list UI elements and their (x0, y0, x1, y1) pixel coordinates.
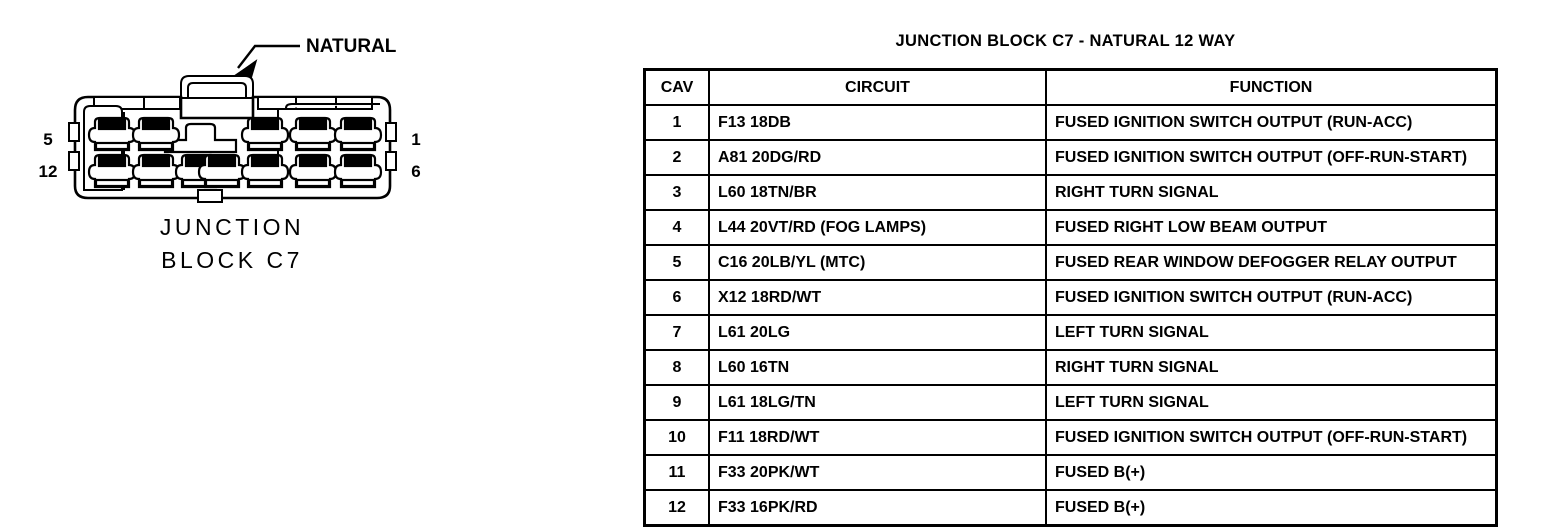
cell-function: RIGHT TURN SIGNAL (1045, 174, 1498, 211)
cell-cav: 8 (643, 349, 710, 386)
table-header-row: CAV CIRCUIT FUNCTION (643, 68, 1498, 106)
cavity-row-bottom (87, 153, 383, 189)
pin-number-bottom-left: 12 (39, 162, 58, 181)
column-header-cav: CAV (643, 68, 710, 106)
cell-circuit: L60 16TN (708, 349, 1047, 386)
cell-cav: 11 (643, 454, 710, 491)
pinout-table-head: CAV CIRCUIT FUNCTION (643, 68, 1498, 106)
cell-function: FUSED B(+) (1045, 489, 1498, 527)
cell-function: FUSED IGNITION SWITCH OUTPUT (OFF-RUN-ST… (1045, 139, 1498, 176)
cavity-row-top (87, 116, 383, 152)
cell-cav: 3 (643, 174, 710, 211)
cell-cav: 10 (643, 419, 710, 456)
cell-circuit: L61 20LG (708, 314, 1047, 351)
cell-circuit: X12 18RD/WT (708, 279, 1047, 316)
cell-circuit: F33 20PK/WT (708, 454, 1047, 491)
connector-caption-line2: BLOCK C7 (161, 247, 303, 273)
pin-number-top-left: 5 (43, 130, 52, 149)
cell-cav: 5 (643, 244, 710, 281)
cavity-terminal (87, 153, 137, 189)
cell-circuit: L60 18TN/BR (708, 174, 1047, 211)
cell-function: FUSED IGNITION SWITCH OUTPUT (OFF-RUN-ST… (1045, 419, 1498, 456)
cell-circuit: C16 20LB/YL (MTC) (708, 244, 1047, 281)
natural-callout-label: NATURAL (306, 36, 397, 57)
cavity-terminal (131, 153, 181, 189)
cell-cav: 9 (643, 384, 710, 421)
cell-circuit: F33 16PK/RD (708, 489, 1047, 527)
cell-function: FUSED B(+) (1045, 454, 1498, 491)
cell-cav: 7 (643, 314, 710, 351)
cell-cav: 2 (643, 139, 710, 176)
cell-function: FUSED IGNITION SWITCH OUTPUT (RUN-ACC) (1045, 104, 1498, 141)
cavity-terminal (288, 116, 338, 152)
pin-number-bottom-right: 6 (411, 162, 420, 181)
cell-function: LEFT TURN SIGNAL (1045, 314, 1498, 351)
cavity-terminal (87, 116, 137, 152)
latch-tab (180, 75, 254, 121)
column-header-function: FUNCTION (1045, 68, 1498, 106)
cell-cav: 4 (643, 209, 710, 246)
column-header-circuit: CIRCUIT (708, 68, 1047, 106)
cell-circuit: L44 20VT/RD (FOG LAMPS) (708, 209, 1047, 246)
cell-function: FUSED REAR WINDOW DEFOGGER RELAY OUTPUT (1045, 244, 1498, 281)
connector-illustration: NATURAL (39, 36, 421, 273)
cell-function: FUSED RIGHT LOW BEAM OUTPUT (1045, 209, 1498, 246)
cell-cav: 6 (643, 279, 710, 316)
keyed-blank-slot (163, 122, 238, 154)
cavity-terminal (131, 116, 181, 152)
pin-number-top-right: 1 (411, 130, 420, 149)
cell-circuit: L61 18LG/TN (708, 384, 1047, 421)
connector-diagram-panel: NATURAL (0, 0, 620, 530)
table-title: JUNCTION BLOCK C7 - NATURAL 12 WAY (895, 32, 1236, 50)
cell-cav: 1 (643, 104, 710, 141)
cavity-terminal (333, 153, 383, 189)
cell-circuit: A81 20DG/RD (708, 139, 1047, 176)
cavity-terminal (240, 116, 290, 152)
cell-circuit: F13 18DB (708, 104, 1047, 141)
cavity-terminal (240, 153, 290, 189)
cell-function: RIGHT TURN SIGNAL (1045, 349, 1498, 386)
cavity-terminal (288, 153, 338, 189)
cavity-terminal (333, 116, 383, 152)
cell-circuit: F11 18RD/WT (708, 419, 1047, 456)
cell-function: LEFT TURN SIGNAL (1045, 384, 1498, 421)
cell-cav: 12 (643, 489, 710, 527)
pinout-table-panel: JUNCTION BLOCK C7 - NATURAL 12 WAY CAV C… (643, 0, 1498, 530)
connector-caption-line1: JUNCTION (160, 214, 304, 240)
cavity-terminal (197, 153, 247, 189)
cell-function: FUSED IGNITION SWITCH OUTPUT (RUN-ACC) (1045, 279, 1498, 316)
